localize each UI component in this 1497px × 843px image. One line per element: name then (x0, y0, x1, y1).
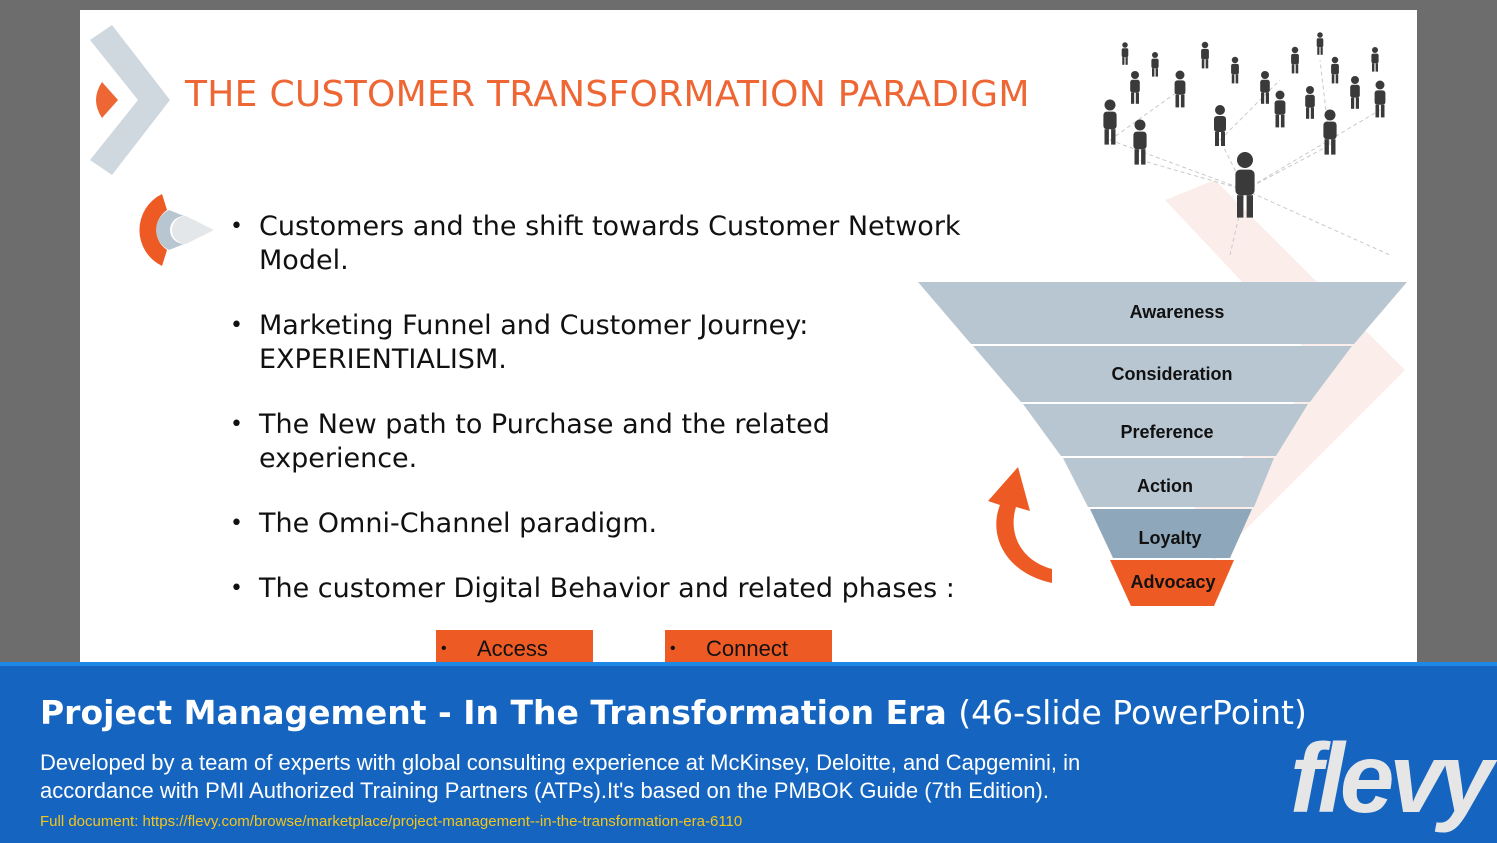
bullet-list: Customers and the shift towards Customer… (230, 210, 1010, 606)
chevron-logo-icon (90, 25, 170, 175)
slide-count: (46-slide PowerPoint) (958, 693, 1307, 732)
slide: THE CUSTOMER TRANSFORMATION PARADIGM Cus… (80, 10, 1417, 662)
funnel-stage-preference (1023, 404, 1308, 456)
funnel-stage-action (1063, 458, 1274, 507)
funnel-stage-consideration (973, 346, 1352, 402)
flevy-logo[interactable]: flevy (1290, 723, 1493, 833)
phase-bullet: • (670, 640, 676, 657)
cycle-arrow-icon (988, 467, 1052, 583)
bullet-item: The customer Digital Behavior and relate… (230, 572, 1010, 606)
bullet-item: Marketing Funnel and Customer Journey: E… (230, 309, 859, 377)
full-document-link[interactable]: Full document: https://flevy.com/browse/… (40, 813, 743, 830)
bullet-item: Customers and the shift towards Customer… (230, 210, 1010, 278)
phase-connect: • Connect (665, 630, 832, 662)
funnel-stage-loyalty (1090, 509, 1252, 558)
footer-heading: Project Management - In The Transformati… (40, 693, 1307, 732)
funnel-label: Consideration (1111, 364, 1232, 384)
footer-description: Developed by a team of experts with glob… (40, 750, 1081, 803)
phase-bullet: • (441, 640, 447, 657)
slide-title: THE CUSTOMER TRANSFORMATION PARADIGM (185, 74, 1030, 115)
funnel-stage-awareness (918, 282, 1407, 344)
funnel-label: Awareness (1130, 302, 1225, 322)
people-network-icon (1103, 32, 1391, 256)
bullet-item: The Omni-Channel paradigm. (230, 507, 1010, 541)
funnel-stage-advocacy (1110, 560, 1234, 606)
segment-bullet-icon (139, 194, 214, 266)
funnel-label: Loyalty (1138, 528, 1201, 548)
document-title: Project Management - In The Transformati… (40, 693, 947, 732)
phase-label: Access (477, 636, 548, 661)
bullet-item: The New path to Purchase and the related… (230, 408, 879, 476)
marketing-funnel: Awareness Consideration Preference Actio… (918, 282, 1407, 606)
footer-banner: Project Management - In The Transformati… (0, 662, 1497, 843)
phase-access: • Access (436, 630, 593, 662)
funnel-label: Advocacy (1130, 572, 1215, 592)
funnel-label: Preference (1120, 422, 1213, 442)
funnel-label: Action (1137, 476, 1193, 496)
phase-label: Connect (706, 636, 788, 661)
